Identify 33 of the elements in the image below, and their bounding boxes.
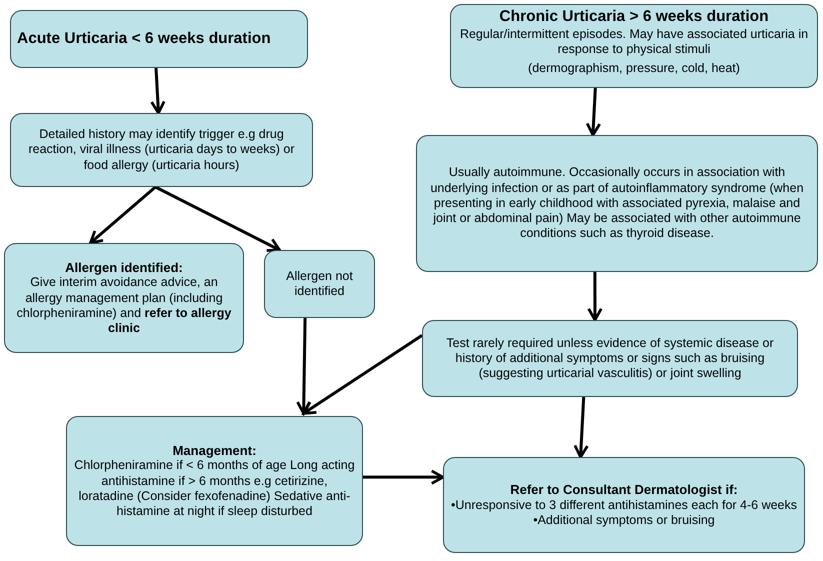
process-box	[4, 243, 244, 353]
box-heading: Management:	[172, 442, 256, 458]
process-box	[416, 135, 818, 272]
box-text: •Unresponsive to 3 different antihistamines each for 4-6 weeks	[451, 498, 797, 513]
process-box	[10, 113, 313, 187]
box-heading: Refer to Consultant Dermatologist if:	[510, 482, 738, 498]
process-box	[264, 250, 375, 318]
box-text: Allergen not identified	[285, 268, 354, 300]
box-text: Usually autoimmune. Occasionally occurs in association with underlying infection or as part of autoinflammatory syndrome (when presenting in early childhood with associated pyrexia, malaise and joint or abdominal pain) May be associated with other autoimmune conditions such as thyroid disease.	[429, 165, 805, 242]
box-text: Give interim avoidance advice, an allergy management plan (including chlorpheniramine) and refer to allergy clinic	[16, 275, 232, 336]
process-box	[450, 4, 818, 88]
box-heading: Allergen identified:	[65, 260, 183, 276]
arrow	[89, 186, 156, 244]
box-text: Acute Urticaria < 6 weeks duration	[17, 30, 271, 48]
arrow	[587, 272, 603, 322]
arrow	[296, 318, 312, 415]
process-box	[10, 10, 308, 68]
arrow	[150, 68, 166, 114]
box-heading: Chronic Urticaria > 6 weeks duration	[499, 8, 769, 27]
box-text: Detailed history may identify trigger e.g drug reaction, viral illness (urticaria days to weeks) or food allergy (urticaria hours)	[27, 127, 296, 173]
arrow	[154, 186, 281, 252]
box-text: Chlorpheniramine if < 6 months of age Long acting antihistamine if > 6 months e.g cetirizine, loratadine (Consider fexofenadine) Sedative anti-histamine at night if sleep disturbed	[73, 458, 356, 520]
process-box	[66, 416, 363, 546]
box-text: Test rarely required unless evidence of systemic disease or history of additional symptoms or signs such as bruising (suggesting urticarial vasculitis) or joint swelling	[445, 336, 775, 382]
process-box	[443, 457, 805, 553]
arrow	[586, 88, 602, 136]
arrow	[302, 334, 423, 415]
arrow	[363, 470, 444, 485]
box-text: (dermographism, pressure, cold, heat)	[528, 61, 740, 77]
process-box	[422, 320, 798, 397]
box-text: Regular/intermittent episodes. May have associated urticaria in response to physical stimuli	[458, 26, 810, 58]
arrow	[574, 396, 589, 458]
box-text: •Additional symptoms or bruising	[533, 512, 715, 528]
